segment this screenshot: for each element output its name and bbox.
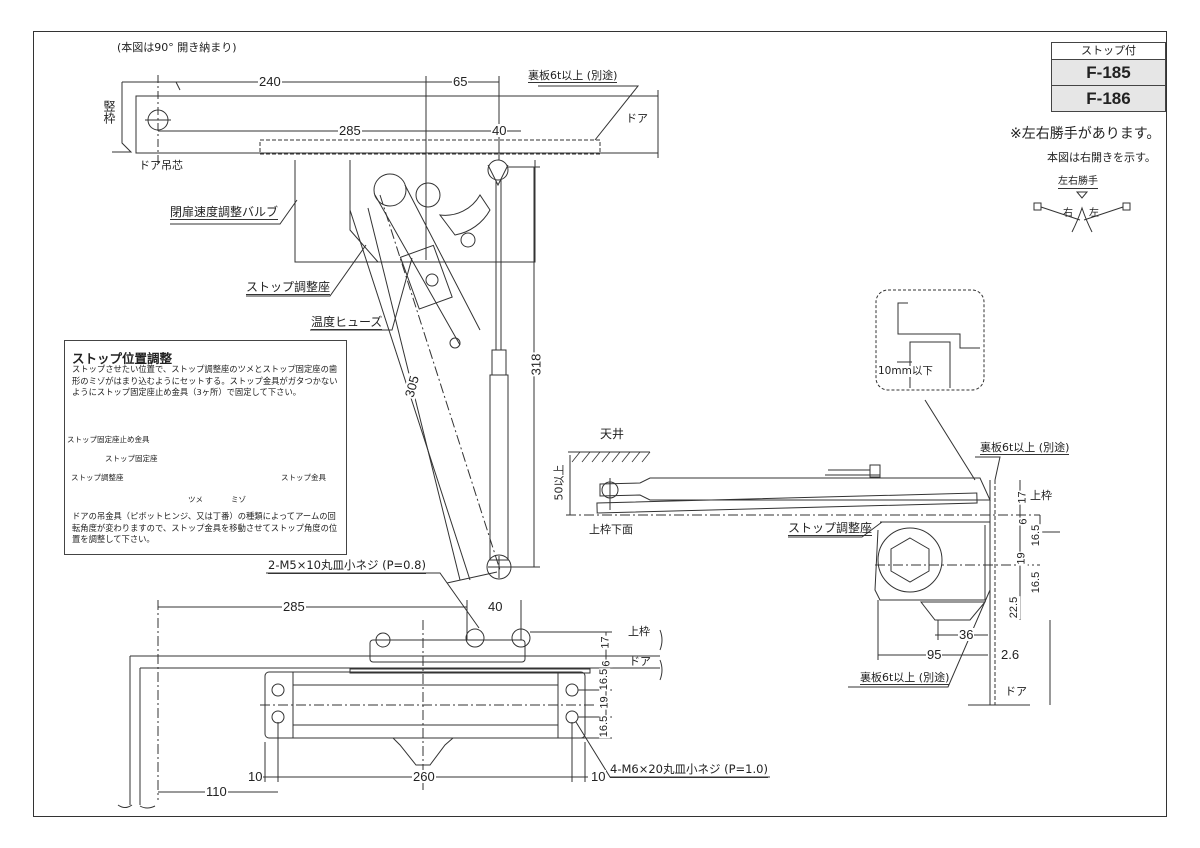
model-f186: F-186 [1052,85,1165,111]
hand-left-label: 左 [1089,208,1099,219]
frame-bottom-label: 上枠下面 [589,523,633,536]
plan-stop-seat-label: ストップ調整座 [246,280,331,295]
model-table: ストップ付 F-185 F-186 [1051,42,1166,112]
drawing-frame [33,31,1167,817]
dim-6-side: 6 [1017,517,1030,526]
hand-diagram-lines [1033,191,1131,233]
note-label-stop-fitting: ストップ金具 [281,473,326,482]
note-label-groove: ミゾ [231,495,246,504]
side-door-label: ドア [1005,685,1027,698]
dim-285-plan: 285 [338,123,362,138]
plan-back-plate-label: 裏板6t以上 (別途) [528,69,618,83]
side-view [566,289,1060,706]
front-upper-frame-label: 上枠 [628,625,650,638]
dim-10-left: 10 [247,769,264,784]
dim-110: 110 [205,784,228,799]
hand-diagram-title: 左右勝手 [1058,176,1098,189]
dim-6-front: 6 [600,659,613,668]
door-panel [135,95,659,154]
model-table-header: ストップ付 [1052,43,1165,60]
screw-bottom-label: 4-M6×20丸皿小ネジ (P=1.0) [610,762,768,778]
stop-adjust-note: ストップ位置調整 ストップさせたい位置で、ストップ調整座のツメとストップ固定座の… [64,340,347,555]
side-stop-seat-label: ストップ調整座 [788,521,873,536]
dim-40-front: 40 [487,599,504,614]
dim-17-front: 17 [599,635,612,650]
dim-16-5b-side: 16.5 [1030,570,1043,595]
hand-right-label: 右 [1063,208,1073,219]
note-label-adjust-seat: ストップ調整座 [71,473,124,482]
plan-door-label: ドア [626,112,648,125]
note-title: ストップ位置調整 [72,351,173,366]
min-clearance-label: 50以上 [552,464,566,501]
dim-22-5: 22.5 [1008,595,1021,620]
side-back-plate-bottom-label: 裏板6t以上 (別途) [860,671,950,685]
dim-16-5b-front: 16.5 [598,714,611,739]
dim-285-front: 285 [282,599,306,614]
dim-10-right: 10 [590,769,607,784]
dim-2-6: 2.6 [1000,647,1021,662]
side-back-plate-top-label: 裏板6t以上 (別途) [980,441,1070,455]
side-upper-frame-label: 上枠 [1030,489,1052,502]
note-label-claw: ツメ [188,495,203,504]
dim-16-5a-side: 16.5 [1030,523,1043,548]
model-f185: F-185 [1052,60,1165,85]
detail-10mm-label: 10mm以下 [878,365,933,377]
gear-sector [438,194,491,236]
dim-240: 240 [258,74,282,89]
jamb-outline [112,81,181,153]
plan-view [112,75,659,584]
dim-16-5a-front: 16.5 [598,667,611,692]
view-note: 本図は右開きを示す。 [1047,151,1156,164]
dim-40-plan: 40 [491,123,508,138]
jamb-label: 竪枠 [102,100,116,124]
ceiling-label: 天井 [600,427,625,441]
hand-note: ※左右勝手があります。 [1010,126,1161,142]
note-text-1: ストップさせたい位置で、ストップ調整座のツメとストップ固定座の歯形のミゾがはまり… [72,364,338,397]
door-pivot-label: ドア吊芯 [139,159,183,172]
dim-95: 95 [926,647,943,662]
note-label-fixed-seat: ストップ固定座 [105,454,158,463]
dim-19-front: 19 [598,695,611,710]
detail-bubble [875,289,985,391]
valve-label: 閉扉速度調整バルブ [170,205,279,220]
closer-body-plan [294,160,500,263]
dim-318: 318 [528,352,544,377]
mounting-screws [271,683,579,724]
dim-260: 260 [412,769,436,784]
dim-36: 36 [958,627,975,642]
fuse-label: 温度ヒューズ [311,315,383,330]
note-text-2: ドアの吊金具（ピボットヒンジ、又は丁番）の種類によってアームの回転角度が変わりま… [72,511,338,544]
screw-top-label: 2-M5×10丸皿小ネジ (P=0.8) [268,558,426,574]
main-arm [349,173,501,581]
dim-65: 65 [452,74,469,89]
dim-17-side: 17 [1016,490,1029,505]
plan-view-note: (本図は90° 開き納まり) [117,41,237,54]
forearm [486,159,512,580]
front-door-label: ドア [629,655,651,668]
dim-19-side: 19 [1015,551,1028,566]
note-label-fixing-fitting: ストップ固定座止め金具 [67,435,150,444]
